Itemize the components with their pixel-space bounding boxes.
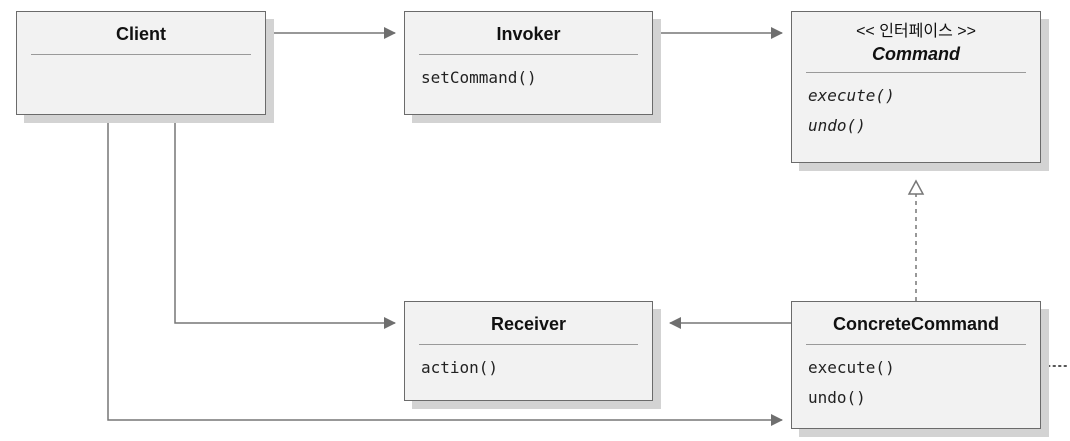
command-stereotype: << 인터페이스 >> xyxy=(856,23,976,40)
concretecommand-class-name: ConcreteCommand xyxy=(832,314,1000,334)
receiver-divider xyxy=(419,344,638,345)
command-interface-name: Command xyxy=(871,44,960,64)
client-concretecommand-association xyxy=(107,115,783,426)
invoker-methods: setCommand() xyxy=(405,55,652,93)
invoker-class-name: Invoker xyxy=(496,24,561,44)
command-method: undo() xyxy=(808,116,866,135)
client-class-name: Client xyxy=(115,24,166,44)
concretecommand-divider xyxy=(806,344,1026,345)
invoker-divider xyxy=(419,54,638,55)
invoker-class: Invoker setCommand() xyxy=(404,11,653,115)
concretecommand-methods: execute() undo() xyxy=(792,345,1040,413)
command-methods: execute() undo() xyxy=(792,73,1040,141)
command-method: execute() xyxy=(808,86,895,105)
command-interface: << 인터페이스 >> Command execute() undo() xyxy=(791,11,1041,163)
realization-arrowhead-icon xyxy=(907,179,925,195)
concretecommand-class: ConcreteCommand execute() undo() xyxy=(791,301,1041,429)
receiver-methods: action() xyxy=(405,345,652,383)
receiver-class: Receiver action() xyxy=(404,301,653,401)
receiver-method: action() xyxy=(421,358,499,377)
receiver-class-name: Receiver xyxy=(490,314,567,334)
client-divider xyxy=(31,54,251,55)
invoker-method: setCommand() xyxy=(421,68,537,87)
command-divider xyxy=(806,72,1026,73)
client-receiver-association xyxy=(174,115,396,329)
client-class: Client xyxy=(16,11,266,115)
concretecommand-method: undo() xyxy=(808,388,866,407)
concretecommand-method: execute() xyxy=(808,358,895,377)
